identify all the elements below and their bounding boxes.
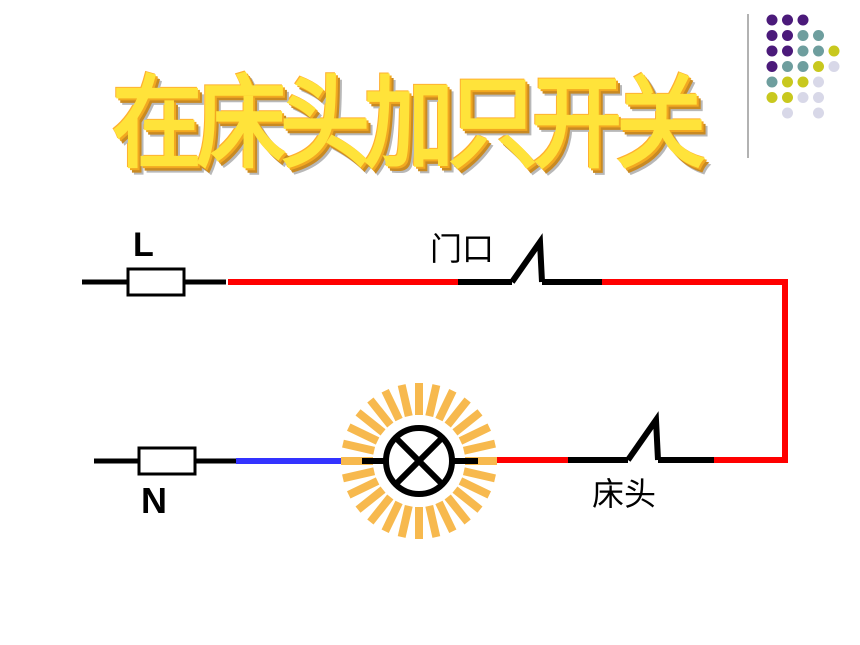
dot-pattern-icon [766, 14, 840, 119]
live-label: L [133, 226, 154, 264]
switch-icon [568, 411, 714, 463]
neutral-label: N [141, 480, 167, 521]
fuse-icon [94, 446, 236, 476]
lamp-icon [362, 425, 478, 497]
lamp-glow [341, 383, 497, 539]
door-switch-label: 门口 [430, 230, 495, 268]
switch-icon [458, 233, 602, 285]
bed-switch-label: 床头 [592, 475, 657, 513]
slide-title: 在床头加只开关 [112, 65, 706, 184]
fuse-icon [82, 267, 226, 297]
